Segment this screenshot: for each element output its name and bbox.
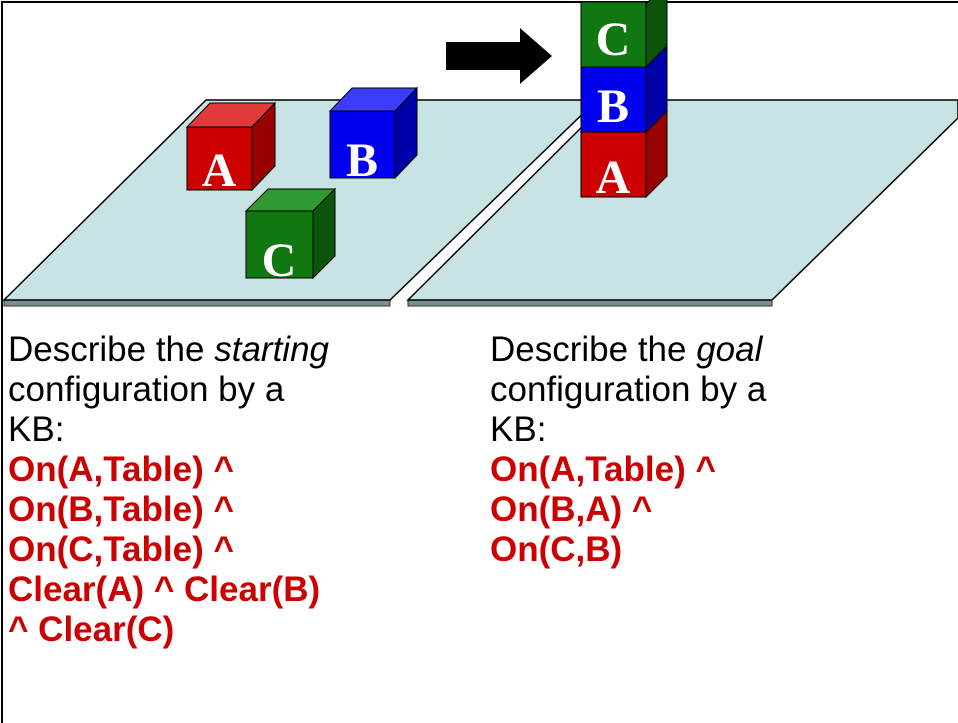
right-arrow-icon <box>446 28 552 84</box>
goal-block-c-label: C <box>596 13 631 66</box>
starting-intro-emph: starting <box>214 330 329 369</box>
start-block-c-label: C <box>262 234 297 287</box>
start-block-c: C <box>244 187 337 287</box>
goal-line-2: configuration by a <box>490 370 767 409</box>
starting-intro-line: Describe the starting <box>8 330 458 370</box>
goal-intro-prefix: Describe the <box>490 330 697 369</box>
goal-kb-line-2: On(B,A) ^ <box>490 490 653 529</box>
goal-intro-emph: goal <box>696 330 763 369</box>
goal-config-description: Describe the goal configuration by a KB:… <box>490 330 950 570</box>
starting-kb-line-2: On(B,Table) ^ <box>8 490 234 529</box>
starting-line-2: configuration by a <box>8 370 285 409</box>
starting-kb-line-4: Clear(A) ^ Clear(B) <box>8 570 321 609</box>
goal-intro-line: Describe the goal <box>490 330 950 370</box>
start-block-a: A <box>185 101 277 197</box>
goal-block-b: B <box>580 44 668 134</box>
starting-kb-line-3: On(C,Table) ^ <box>8 530 234 569</box>
goal-kb-line-1: On(A,Table) ^ <box>490 450 716 489</box>
goal-block-b-label: B <box>597 80 629 133</box>
goal-table <box>406 99 958 307</box>
goal-block-a-label: A <box>596 151 631 204</box>
starting-kb-line-1: On(A,Table) ^ <box>8 450 234 489</box>
goal-kb-line-3: On(C,B) <box>490 530 623 569</box>
starting-line-3: KB: <box>8 410 65 449</box>
start-block-b: B <box>328 86 419 187</box>
starting-kb-line-5: ^ Clear(C) <box>8 610 175 649</box>
goal-block-c: C <box>580 0 668 69</box>
start-block-b-label: B <box>346 134 378 187</box>
starting-config-description: Describe the starting configuration by a… <box>8 330 458 650</box>
starting-intro-prefix: Describe the <box>8 330 215 369</box>
start-block-a-label: A <box>202 144 237 197</box>
goal-line-3: KB: <box>490 410 547 449</box>
